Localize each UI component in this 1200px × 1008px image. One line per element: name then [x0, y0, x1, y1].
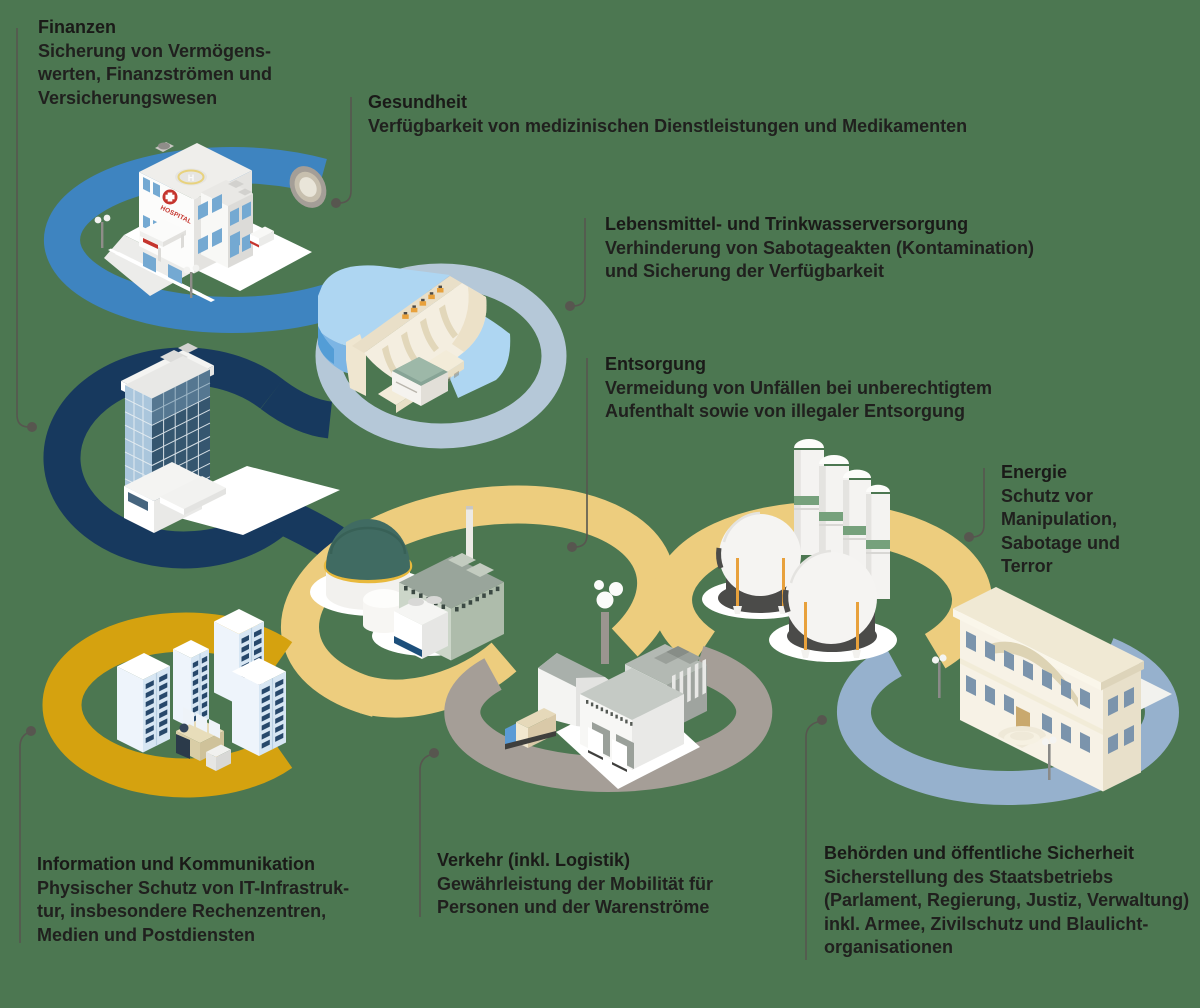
svg-text:H: H	[188, 173, 195, 183]
